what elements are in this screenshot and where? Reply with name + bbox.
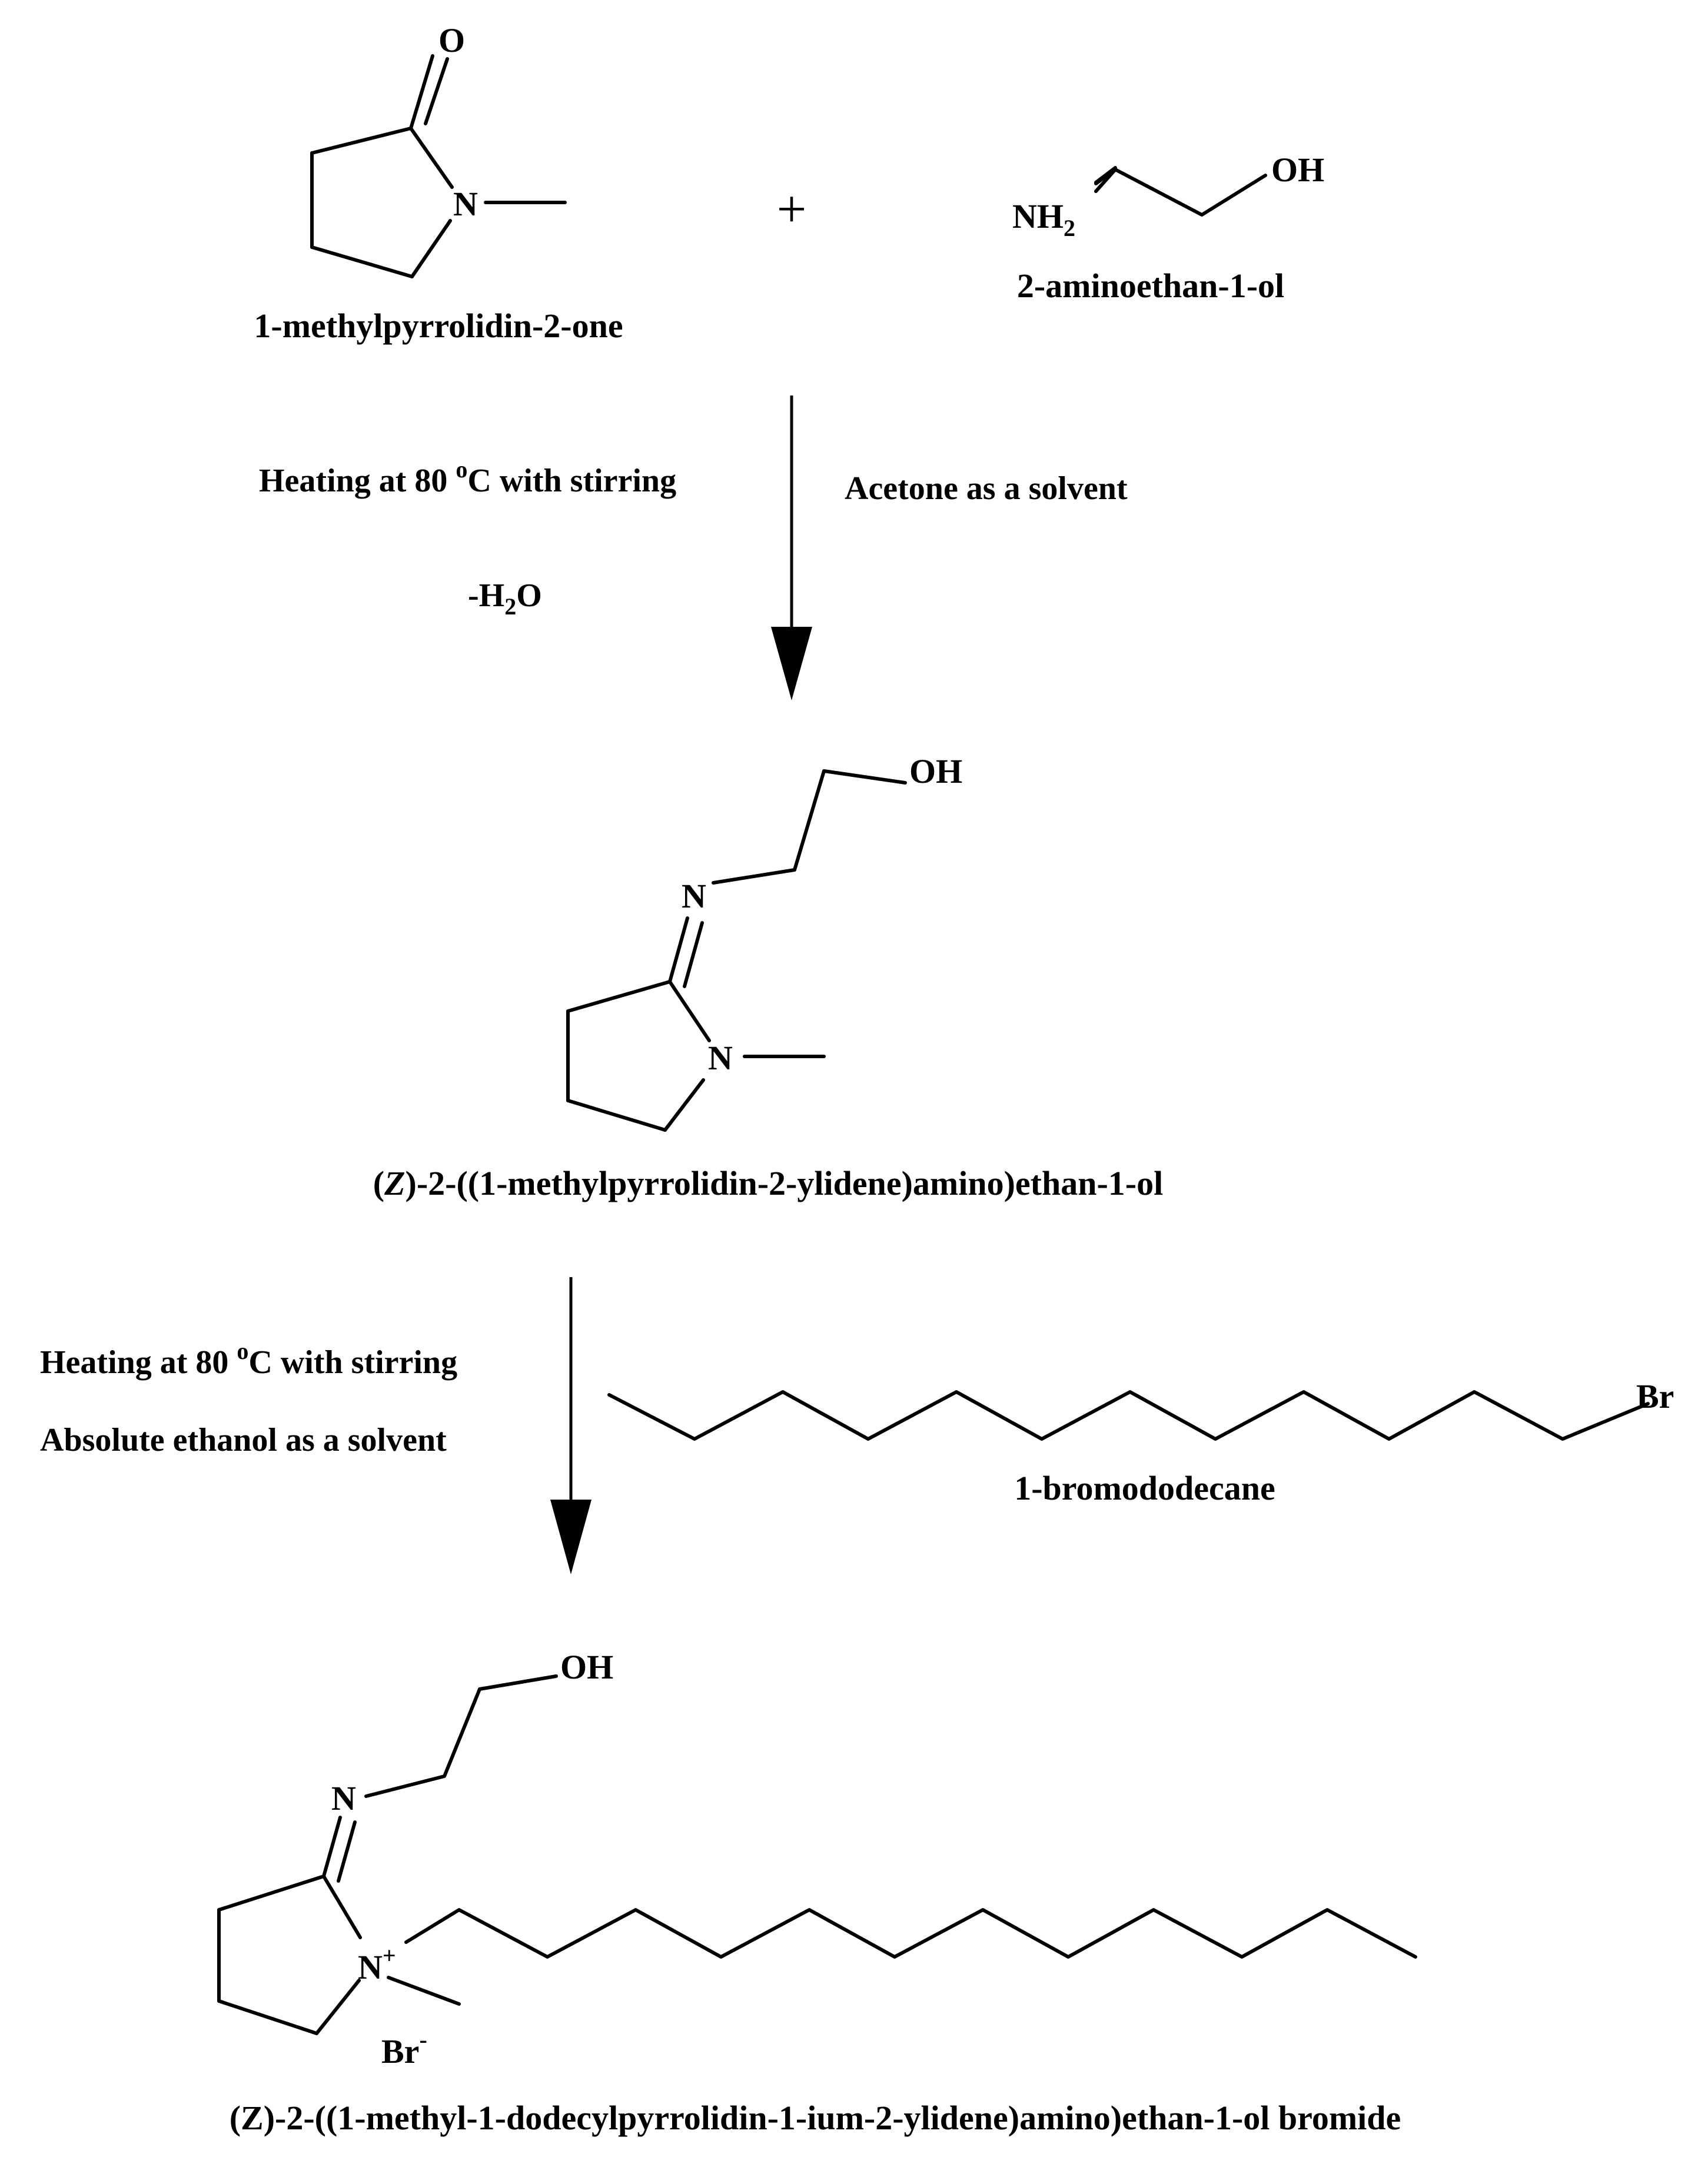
ethanolamine-amine-group: NH2: [1012, 197, 1075, 241]
product-imine-nitrogen: N: [331, 1779, 356, 1817]
step2-arrow: [550, 1277, 592, 1574]
plus-sign: +: [777, 180, 807, 238]
ethanolamine-name-label: 2-aminoethan-1-ol: [1017, 267, 1284, 305]
nmp-nitrogen-atom: N: [453, 185, 478, 223]
intermediate-name-label: (Z)-2-((1-methylpyrrolidin-2-ylidene)ami…: [373, 1164, 1163, 1202]
nmp-oxygen-atom: O: [438, 21, 465, 59]
ethanolamine-hydroxyl-group: OH: [1271, 151, 1324, 189]
bromododecane-structure: Br: [607, 1377, 1674, 1441]
ethanolamine-structure: NH2 OH: [1012, 151, 1324, 241]
product-structure: OH N N+ Br-: [217, 1648, 1417, 2070]
product-name-label: (Z)-2-((1-methyl-1-dodecylpyrrolidin-1-i…: [230, 2099, 1401, 2137]
bromododecane-name-label: 1-bromododecane: [1014, 1469, 1275, 1507]
nmp-name-label: 1-methylpyrrolidin-2-one: [254, 307, 623, 345]
step1-arrow: [771, 395, 812, 700]
step1-water-loss: -H2O: [468, 577, 542, 620]
step2-solvent-condition: Absolute ethanol as a solvent: [40, 1422, 447, 1458]
product-ring-nitrogen: N+: [358, 1942, 396, 1986]
intermediate-ring-nitrogen: N: [708, 1039, 733, 1077]
intermediate-structure: OH N N: [566, 752, 962, 1132]
nmp-structure: O N: [310, 21, 567, 278]
step1-solvent-condition: Acetone as a solvent: [845, 470, 1128, 507]
product-bromide-counterion: Br-: [381, 2026, 427, 2070]
intermediate-imine-nitrogen: N: [682, 877, 706, 915]
product-hydroxyl-group: OH: [560, 1648, 613, 1686]
bromine-atom: Br: [1636, 1377, 1674, 1415]
intermediate-hydroxyl-group: OH: [909, 752, 962, 790]
